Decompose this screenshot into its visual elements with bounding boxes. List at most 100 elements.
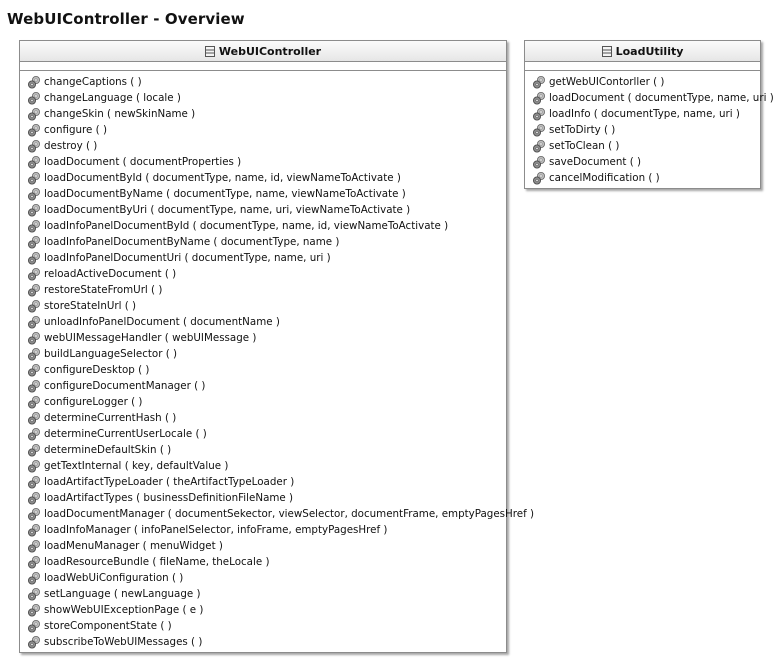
method-item[interactable]: reloadActiveDocument ( ) xyxy=(20,266,506,282)
class-name: WebUIController xyxy=(218,44,322,58)
method-item[interactable]: unloadInfoPanelDocument ( documentName ) xyxy=(20,314,506,330)
method-item[interactable]: loadDocument ( documentProperties ) xyxy=(20,154,506,170)
method-gear-icon xyxy=(27,443,41,457)
method-gear-icon xyxy=(27,475,41,489)
method-label: reloadActiveDocument ( ) xyxy=(44,268,177,280)
method-gear-icon xyxy=(27,219,41,233)
method-item[interactable]: loadInfoPanelDocumentByName ( documentTy… xyxy=(20,234,506,250)
method-item[interactable]: saveDocument ( ) xyxy=(525,154,760,170)
method-item[interactable]: changeCaptions ( ) xyxy=(20,74,506,90)
method-gear-icon xyxy=(27,619,41,633)
method-item[interactable]: loadDocument ( documentType, name, uri ) xyxy=(525,90,774,106)
method-item[interactable]: loadDocumentById ( documentType, name, i… xyxy=(20,170,506,186)
method-label: destroy ( ) xyxy=(44,140,98,152)
method-label: loadDocumentByName ( documentType, name,… xyxy=(44,188,406,200)
method-gear-icon xyxy=(27,75,41,89)
method-label: loadResourceBundle ( fileName, theLocale… xyxy=(44,556,270,568)
method-gear-icon xyxy=(27,491,41,505)
method-gear-icon xyxy=(27,395,41,409)
method-gear-icon xyxy=(532,107,546,121)
method-item[interactable]: restoreStateFromUrl ( ) xyxy=(20,282,506,298)
method-label: storeStateInUrl ( ) xyxy=(44,300,137,312)
method-label: configureDocumentManager ( ) xyxy=(44,380,206,392)
method-gear-icon xyxy=(27,251,41,265)
method-item[interactable]: loadDocumentManager ( documentSekector, … xyxy=(20,506,534,522)
class-header: WebUIController xyxy=(20,41,506,62)
method-item[interactable]: changeLanguage ( locale ) xyxy=(20,90,506,106)
method-item[interactable]: setLanguage ( newLanguage ) xyxy=(20,586,506,602)
method-item[interactable]: loadMenuManager ( menuWidget ) xyxy=(20,538,506,554)
method-item[interactable]: loadDocumentByUri ( documentType, name, … xyxy=(20,202,506,218)
page-title: WebUIController - Overview xyxy=(7,10,245,28)
method-item[interactable]: storeStateInUrl ( ) xyxy=(20,298,506,314)
method-label: getWebUIContorller ( ) xyxy=(549,76,665,88)
method-item[interactable]: loadInfoPanelDocumentUri ( documentType,… xyxy=(20,250,506,266)
method-label: changeCaptions ( ) xyxy=(44,76,142,88)
method-item[interactable]: loadWebUiConfiguration ( ) xyxy=(20,570,506,586)
method-item[interactable]: configure ( ) xyxy=(20,122,506,138)
class-name: LoadUtility xyxy=(615,44,684,58)
method-label: loadWebUiConfiguration ( ) xyxy=(44,572,184,584)
method-label: unloadInfoPanelDocument ( documentName ) xyxy=(44,316,280,328)
class-box-webuicontroller[interactable]: WebUIController changeCaptions ( ) change… xyxy=(19,40,534,653)
method-label: setToDirty ( ) xyxy=(549,124,616,136)
method-item[interactable]: cancelModification ( ) xyxy=(525,170,760,186)
method-item[interactable]: determineCurrentUserLocale ( ) xyxy=(20,426,506,442)
method-gear-icon xyxy=(27,139,41,153)
method-label: changeLanguage ( locale ) xyxy=(44,92,181,104)
method-item[interactable]: changeSkin ( newSkinName ) xyxy=(20,106,506,122)
method-item[interactable]: webUIMessageHandler ( webUIMessage ) xyxy=(20,330,506,346)
method-gear-icon xyxy=(532,155,546,169)
method-item[interactable]: setToDirty ( ) xyxy=(525,122,760,138)
attribute-compartment xyxy=(525,62,760,71)
method-label: loadInfoManager ( infoPanelSelector, inf… xyxy=(44,524,388,536)
method-item[interactable]: showWebUIExceptionPage ( e ) xyxy=(20,602,506,618)
method-gear-icon xyxy=(27,331,41,345)
method-item[interactable]: loadArtifactTypes ( businessDefinitionFi… xyxy=(20,490,506,506)
method-label: determineDefaultSkin ( ) xyxy=(44,444,172,456)
method-item[interactable]: loadInfo ( documentType, name, uri ) xyxy=(525,106,760,122)
method-item[interactable]: configureLogger ( ) xyxy=(20,394,506,410)
method-gear-icon xyxy=(27,155,41,169)
method-label: determineCurrentHash ( ) xyxy=(44,412,177,424)
method-gear-icon xyxy=(27,299,41,313)
method-item[interactable]: loadInfoManager ( infoPanelSelector, inf… xyxy=(20,522,506,538)
method-label: loadInfoPanelDocumentByName ( documentTy… xyxy=(44,236,340,248)
method-gear-icon xyxy=(27,123,41,137)
method-gear-icon xyxy=(27,187,41,201)
method-item[interactable]: determineDefaultSkin ( ) xyxy=(20,442,506,458)
method-gear-icon xyxy=(27,315,41,329)
method-label: loadInfoPanelDocumentById ( documentType… xyxy=(44,220,449,232)
method-label: loadArtifactTypes ( businessDefinitionFi… xyxy=(44,492,294,504)
method-item[interactable]: loadResourceBundle ( fileName, theLocale… xyxy=(20,554,506,570)
method-gear-icon xyxy=(27,203,41,217)
method-item[interactable]: loadInfoPanelDocumentById ( documentType… xyxy=(20,218,506,234)
method-item[interactable]: loadDocumentByName ( documentType, name,… xyxy=(20,186,506,202)
method-item[interactable]: subscribeToWebUIMessages ( ) xyxy=(20,634,506,650)
method-label: configureDesktop ( ) xyxy=(44,364,150,376)
method-item[interactable]: setToClean ( ) xyxy=(525,138,760,154)
class-box-loadutility[interactable]: LoadUtility getWebUIContorller ( ) loadDo… xyxy=(524,40,774,189)
method-item[interactable]: configureDesktop ( ) xyxy=(20,362,506,378)
method-item[interactable]: determineCurrentHash ( ) xyxy=(20,410,506,426)
method-label: setLanguage ( newLanguage ) xyxy=(44,588,201,600)
method-gear-icon xyxy=(27,411,41,425)
method-label: storeComponentState ( ) xyxy=(44,620,172,632)
method-label: determineCurrentUserLocale ( ) xyxy=(44,428,207,440)
method-item[interactable]: loadArtifactTypeLoader ( theArtifactType… xyxy=(20,474,506,490)
method-gear-icon xyxy=(27,235,41,249)
class-icon xyxy=(204,45,215,57)
method-label: loadInfo ( documentType, name, uri ) xyxy=(549,108,740,120)
method-label: loadArtifactTypeLoader ( theArtifactType… xyxy=(44,476,295,488)
method-item[interactable]: buildLanguageSelector ( ) xyxy=(20,346,506,362)
method-label: configure ( ) xyxy=(44,124,107,136)
method-item[interactable]: destroy ( ) xyxy=(20,138,506,154)
method-gear-icon xyxy=(532,91,546,105)
method-item[interactable]: storeComponentState ( ) xyxy=(20,618,506,634)
method-item[interactable]: configureDocumentManager ( ) xyxy=(20,378,506,394)
method-gear-icon xyxy=(27,507,41,521)
method-item[interactable]: getTextInternal ( key, defaultValue ) xyxy=(20,458,506,474)
method-item[interactable]: getWebUIContorller ( ) xyxy=(525,74,760,90)
method-gear-icon xyxy=(27,107,41,121)
method-gear-icon xyxy=(27,539,41,553)
